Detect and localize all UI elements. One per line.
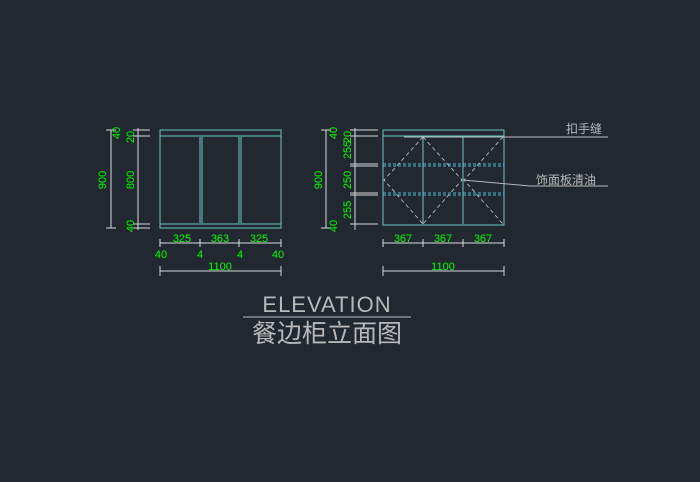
dim-gap-1: 4 (197, 249, 203, 261)
right-horizontal-dim-lines (382, 239, 505, 276)
dim-row-1: 255 (342, 141, 354, 159)
left-horizontal-dim-lines (159, 239, 282, 276)
callout-leaders (404, 136, 608, 187)
dim-door-2: 363 (211, 233, 229, 245)
dim-right-end: 40 (272, 249, 284, 261)
hidden-shelf-lines (383, 163, 504, 196)
right-cabinet-outline (382, 129, 505, 226)
dim-bottom: 40 (328, 220, 340, 232)
callout-panel-finish: 饰面板清油 (536, 173, 596, 187)
door-swing-lines (383, 136, 504, 225)
dim-middle-height: 800 (125, 171, 137, 189)
callout-handle-groove: 扣手缝 (566, 121, 602, 136)
dim-top-gap: 40 (111, 127, 123, 139)
dim-col-2: 367 (434, 233, 452, 245)
dim-door-1: 325 (173, 233, 191, 245)
dim-top-b: 20 (342, 131, 354, 143)
left-vertical-dim-lines (106, 128, 150, 230)
dim-total-height: 900 (313, 171, 325, 189)
dim-door-3: 325 (250, 233, 268, 245)
title-english: ELEVATION (262, 292, 391, 317)
dim-total-width: 1100 (208, 261, 232, 273)
dim-top-a: 40 (328, 127, 340, 139)
left-cabinet-outline (159, 129, 282, 229)
dim-bottom-band: 40 (125, 220, 137, 232)
dim-col-1: 367 (394, 233, 412, 245)
dim-gap-2: 4 (237, 249, 243, 261)
right-elevation: 900 40 20 255 250 255 40 367 367 367 110… (313, 121, 608, 276)
left-elevation: 900 40 20 800 40 325 363 325 40 4 4 40 1… (97, 127, 284, 276)
drawing-title: ELEVATION 餐边柜立面图 (243, 292, 411, 348)
title-chinese: 餐边柜立面图 (252, 320, 402, 348)
dim-total-height: 900 (97, 171, 109, 189)
right-vertical-dim-lines (321, 128, 378, 230)
dim-total-width: 1100 (431, 261, 455, 273)
dim-left-end: 40 (155, 249, 167, 261)
dim-col-3: 367 (474, 233, 492, 245)
dim-top-band: 20 (125, 131, 137, 143)
dim-row-2: 250 (342, 171, 354, 189)
dim-row-3: 255 (342, 201, 354, 219)
